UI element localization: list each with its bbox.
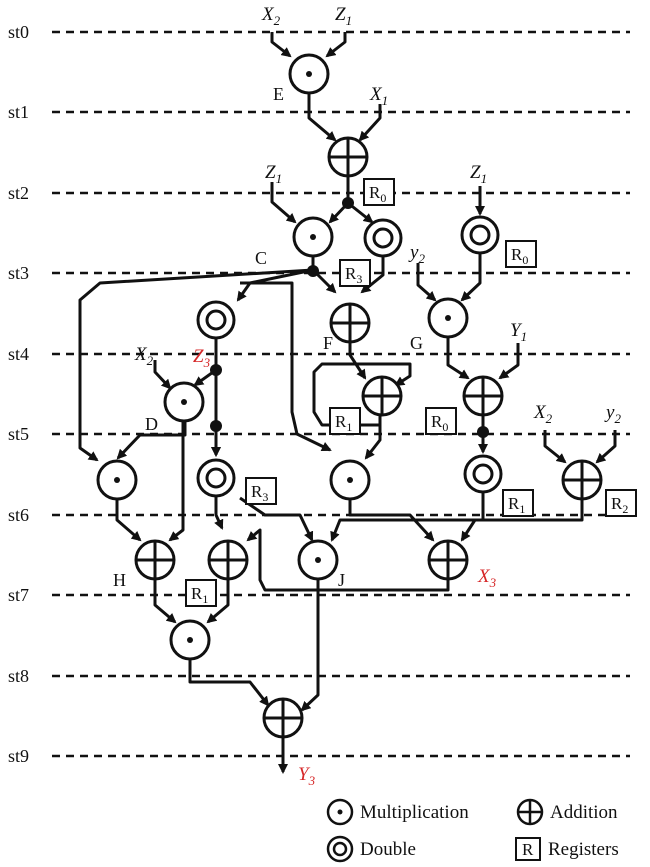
- mult-node-g: [427, 297, 469, 339]
- add-node-final: [262, 697, 304, 739]
- legend-double-label: Double: [360, 839, 416, 860]
- svg-text:R3: R3: [345, 264, 362, 286]
- var-y3: Y3: [298, 764, 316, 788]
- svg-text:Z3: Z3: [193, 346, 211, 370]
- double-node-r0: [460, 215, 500, 255]
- node-label-h: H: [113, 570, 126, 590]
- svg-text:R2: R2: [611, 494, 628, 516]
- stage-label-0: st0: [8, 22, 29, 42]
- register-r3-b: R3: [245, 477, 277, 505]
- register-r3-a: R3: [339, 259, 371, 287]
- add-node-x3: [427, 539, 469, 581]
- wires: [78, 32, 617, 774]
- add-node-loop: [361, 375, 403, 417]
- var-y1: Y1: [510, 320, 527, 344]
- svg-text:X2: X2: [134, 344, 154, 368]
- legend-registers-icon: R: [515, 837, 541, 861]
- var-z1-b: Z1: [470, 162, 487, 186]
- legend-double-icon: [326, 835, 354, 863]
- register-r2: R2: [605, 489, 637, 517]
- add-node-1: [327, 136, 369, 178]
- node-label-c: C: [255, 248, 267, 268]
- svg-text:R0: R0: [511, 245, 528, 267]
- legend-multiplication-icon: [326, 798, 354, 826]
- var-x2-r: X2: [533, 402, 553, 426]
- legend: Multiplication Addition Double R Registe…: [326, 798, 619, 863]
- svg-text:R1: R1: [191, 584, 208, 606]
- svg-text:y2: y2: [408, 242, 425, 266]
- stage-label-7: st7: [8, 585, 29, 605]
- register-r0-c: R0: [425, 407, 457, 435]
- node-label-d: D: [145, 414, 158, 434]
- var-z1-a: Z1: [265, 162, 282, 186]
- var-x1: X1: [369, 84, 388, 108]
- svg-text:R3: R3: [251, 482, 268, 504]
- register-r0-b: R0: [505, 240, 537, 268]
- node-label-e: E: [273, 84, 284, 104]
- double-node-r3: [363, 218, 403, 258]
- node-label-g: G: [410, 333, 423, 353]
- mult-node-left: [96, 459, 138, 501]
- stage-label-2: st2: [8, 183, 29, 203]
- stage-label-5: st5: [8, 424, 29, 444]
- stage-label-3: st3: [8, 263, 29, 283]
- svg-text:X2: X2: [261, 4, 281, 28]
- svg-text:Y1: Y1: [510, 320, 527, 344]
- mult-node-e: [288, 53, 330, 95]
- add-node-r2: [561, 459, 603, 501]
- add-node-h2: [207, 539, 249, 581]
- legend-registers-label: Registers: [548, 839, 619, 860]
- var-y2-a: y2: [408, 242, 425, 266]
- add-node-h: [134, 539, 176, 581]
- svg-text:Z1: Z1: [265, 162, 282, 186]
- mult-node-j: [297, 539, 339, 581]
- junction-dots: [210, 197, 489, 438]
- svg-text:R0: R0: [369, 183, 386, 205]
- svg-text:Z1: Z1: [335, 4, 352, 28]
- var-z1-top: Z1: [335, 4, 352, 28]
- mult-node-mid: [329, 459, 371, 501]
- register-r0-a: R0: [363, 178, 395, 206]
- double-node-r1: [463, 454, 503, 494]
- var-x2-d: X2: [134, 344, 154, 368]
- var-y2-r: y2: [604, 402, 621, 426]
- stage-label-8: st8: [8, 666, 29, 686]
- legend-register-symbol: R: [522, 840, 534, 859]
- double-node-z3: [196, 458, 236, 498]
- add-node-f: [329, 302, 371, 344]
- svg-text:y2: y2: [604, 402, 621, 426]
- legend-multiplication-label: Multiplication: [360, 802, 469, 823]
- svg-text:Y3: Y3: [298, 764, 316, 788]
- register-r1-b: R1: [502, 489, 534, 517]
- add-node-right: [462, 375, 504, 417]
- legend-addition-icon: [516, 798, 544, 826]
- node-label-f: F: [323, 333, 333, 353]
- svg-text:X2: X2: [533, 402, 553, 426]
- svg-text:R1: R1: [335, 412, 352, 434]
- svg-text:Z1: Z1: [470, 162, 487, 186]
- mult-node-2: [292, 216, 334, 258]
- stage-label-9: st9: [8, 746, 29, 766]
- var-x2-top: X2: [261, 4, 281, 28]
- svg-text:R0: R0: [431, 412, 448, 434]
- var-z3: Z3: [193, 346, 211, 370]
- var-x3: X3: [477, 566, 497, 590]
- stage-label-6: st6: [8, 505, 29, 525]
- svg-text:X3: X3: [477, 566, 497, 590]
- legend-addition-label: Addition: [550, 802, 618, 823]
- stage-label-4: st4: [8, 344, 29, 364]
- register-r1-c: R1: [185, 579, 217, 607]
- svg-text:X1: X1: [369, 84, 388, 108]
- node-label-j: J: [338, 570, 345, 590]
- double-node-c: [196, 300, 236, 340]
- mult-node-bottom: [169, 619, 211, 661]
- stage-label-1: st1: [8, 102, 29, 122]
- mult-node-d: [163, 381, 205, 423]
- svg-text:R1: R1: [508, 494, 525, 516]
- register-r1-a: R1: [329, 407, 361, 435]
